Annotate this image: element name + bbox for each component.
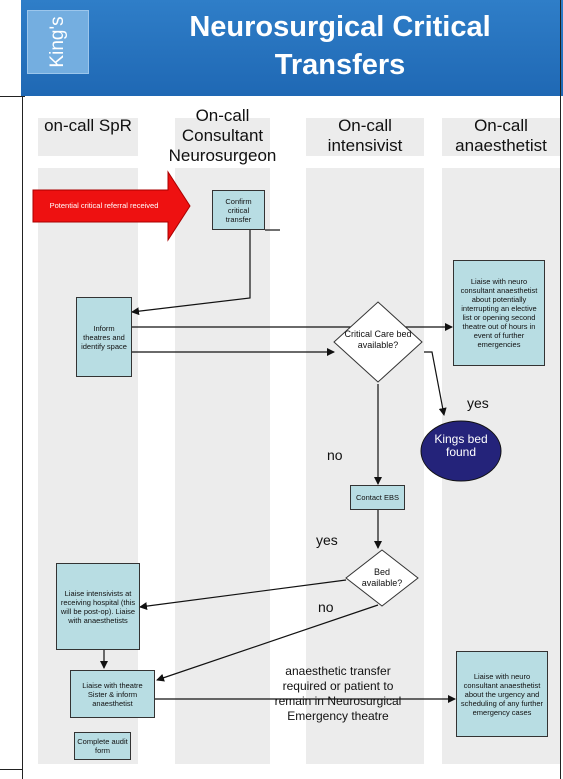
connector (424, 351, 447, 416)
frame-line (560, 0, 561, 779)
kings-bed-ellipse (420, 420, 502, 482)
yes-label: yes (467, 395, 489, 411)
page-title: Neurosurgical Critical Transfers (189, 11, 491, 81)
lane-header-spr: on-call SpR (44, 116, 132, 135)
critical-care-question: Critical Care bed available? (344, 329, 412, 350)
bed-diamond (345, 549, 419, 607)
lane-header-bg (442, 118, 560, 156)
lane-header-bg (306, 118, 424, 156)
lane-consultant (175, 168, 270, 764)
lane-spr (38, 168, 138, 764)
kings-bed-label: Kings bed found (434, 432, 488, 459)
lane-header-consultant: On-call Consultant Neurosurgeon (168, 106, 277, 165)
connector (156, 604, 379, 682)
contact-ebs-box: Contact EBS (350, 485, 405, 510)
frame-line (0, 96, 25, 97)
referral-arrow (32, 170, 191, 242)
bed-question: Bed available? (361, 567, 403, 588)
logo: King's (27, 10, 89, 74)
liaise-neuro-box-1: Liaise with neuro consultant anaesthetis… (453, 260, 545, 366)
connector (131, 230, 251, 316)
referral-label: Potential critical referral received (49, 201, 159, 210)
no-label: no (327, 447, 343, 463)
header-banner (21, 0, 563, 96)
inform-theatres-box: Inform theatres and identify space (76, 297, 132, 377)
connector (139, 579, 347, 611)
frame-line (0, 769, 23, 770)
lane-intensivist (306, 168, 424, 764)
lane-header-intensivist: On-call intensivist (327, 116, 403, 155)
transfer-annotation: anaesthetic transfer required or patient… (274, 664, 402, 723)
liaise-intensivists-box: Liaise intensivists at receiving hospita… (56, 563, 140, 650)
frame-line (22, 96, 23, 779)
complete-audit-box: Complete audit form (74, 732, 131, 760)
lane-header-anaesthetist: On-call anaesthetist (455, 116, 547, 155)
lane-header-bg (38, 118, 138, 156)
liaise-neuro-box-2: Liaise with neuro consultant anaesthetis… (456, 651, 548, 737)
critical-care-diamond (333, 301, 423, 383)
lane-header-bg (175, 118, 270, 156)
yes-label: yes (316, 532, 338, 548)
no-label: no (318, 599, 334, 615)
liaise-theatre-box: Liaise with theatre Sister & inform anae… (70, 670, 155, 718)
confirm-transfer-box: Confirm critical transfer (212, 190, 265, 230)
